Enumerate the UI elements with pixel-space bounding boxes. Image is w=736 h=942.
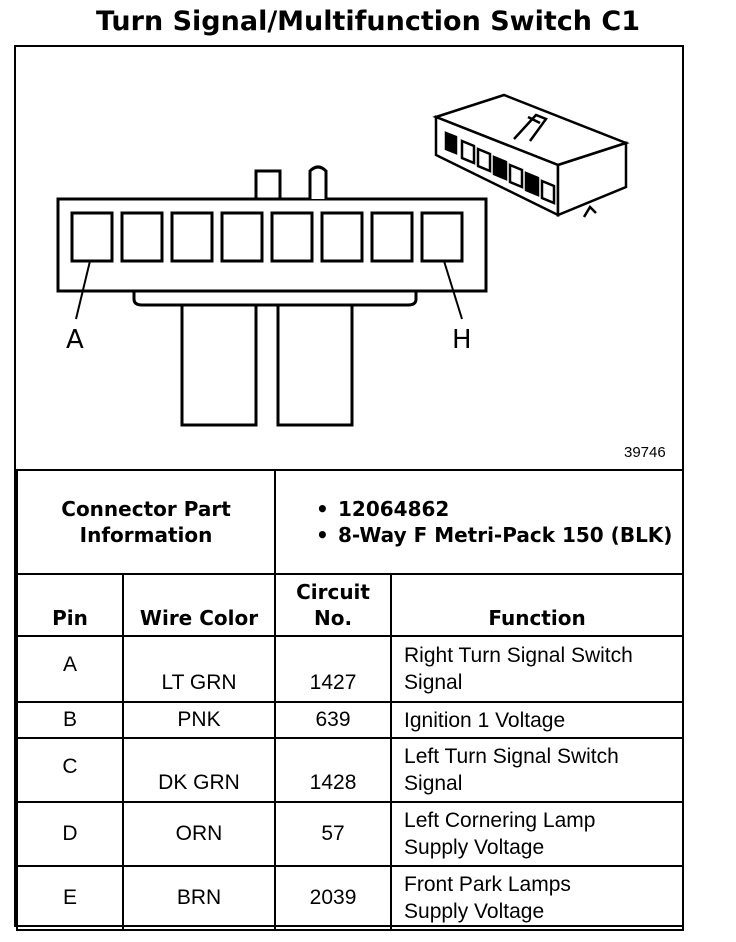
column-header-circuit: Circuit No. <box>274 573 393 637</box>
wire-color-cell: DK GRN <box>121 737 277 803</box>
terminal-cavity <box>170 211 214 263</box>
connector-info-label: Connector Part Information <box>15 469 277 575</box>
column-header-pin: Pin <box>16 573 124 637</box>
wire-channel-left <box>180 303 258 427</box>
wire-color-cell: LT GRN <box>121 635 277 703</box>
latch-tab <box>254 169 282 201</box>
column-header-function: Function <box>390 573 685 637</box>
terminal-cavity <box>120 211 164 263</box>
circuit-cell: 1428 <box>274 737 393 803</box>
terminal-cavity <box>70 211 114 263</box>
circuit-cell: 57 <box>274 801 393 867</box>
connector-sheet: A H 39746 Connector Part Information •12… <box>14 45 685 931</box>
terminal-cavity <box>420 211 464 263</box>
pin-label-h: H <box>452 325 472 355</box>
wire-channel-right <box>276 303 354 427</box>
wire-color-cell: ORN <box>121 801 277 867</box>
pin-cell: E <box>16 865 124 931</box>
pin-cell: C <box>16 737 124 803</box>
connector-drawing <box>56 93 630 427</box>
connector-info-list: •12064862 •8-Way F Metri-Pack 150 (BLK) <box>274 469 685 575</box>
wire-color-cell: BRN <box>121 865 277 931</box>
leader-line-h <box>443 260 463 320</box>
housing-bottom-ledge <box>132 291 418 307</box>
connector-isometric-view <box>432 93 630 218</box>
pin-cell: B <box>16 701 124 739</box>
column-header-wire-color: Wire Color <box>121 573 277 637</box>
connector-info-item: •8-Way F Metri-Pack 150 (BLK) <box>316 523 673 547</box>
pin-cell: D <box>16 801 124 867</box>
connector-diagram: A H 39746 <box>16 47 682 469</box>
circuit-cell: 1427 <box>274 635 393 703</box>
circuit-cell: 2039 <box>274 865 393 931</box>
table-header-row: Pin Wire Color Circuit No. Function <box>16 573 685 637</box>
terminal-cavity <box>320 211 364 263</box>
connector-info-item: •12064862 <box>316 497 450 521</box>
pinout-table: Connector Part Information •12064862 •8-… <box>15 469 685 931</box>
terminal-cavity <box>220 211 264 263</box>
connector-info-row: Connector Part Information •12064862 •8-… <box>15 469 685 575</box>
terminal-cavity <box>270 211 314 263</box>
table-row: B PNK 639 Ignition 1 Voltage <box>16 701 685 739</box>
leader-line-a <box>75 260 91 320</box>
wire-color-cell: PNK <box>121 701 277 739</box>
locking-tab <box>308 165 328 199</box>
circuit-cell: 639 <box>274 701 393 739</box>
pin-cell: A <box>16 635 124 703</box>
function-cell: Ignition 1 Voltage <box>390 701 685 739</box>
pin-label-a: A <box>66 325 84 355</box>
terminal-cavity <box>370 211 414 263</box>
figure-number: 39746 <box>624 444 666 461</box>
page-title: Turn Signal/Multifunction Switch C1 <box>95 6 640 37</box>
